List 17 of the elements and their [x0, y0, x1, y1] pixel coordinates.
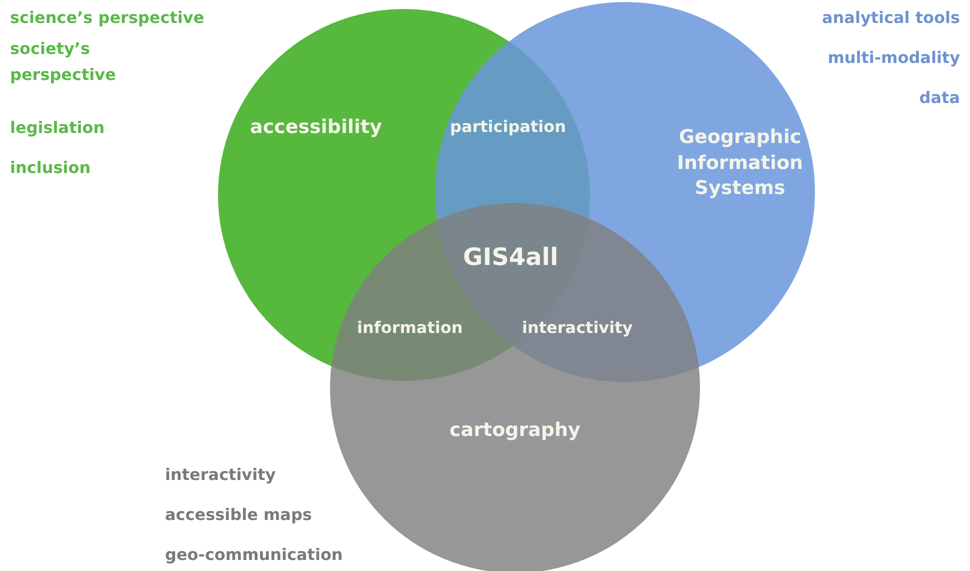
center-label: GIS4all — [463, 243, 558, 271]
circle-label: accessibility — [250, 115, 380, 140]
list-item: legislation — [10, 118, 105, 137]
list-item: science’s perspective — [10, 8, 204, 27]
list-item: interactivity — [165, 465, 276, 484]
list-item: society’s perspective — [10, 38, 117, 86]
circle-label: cartography — [448, 418, 582, 443]
overlap-label: information — [357, 318, 463, 337]
list-item: multi-modality — [828, 48, 960, 67]
circle-label: Geographic Information Systems — [676, 125, 804, 202]
list-item: analytical tools — [822, 8, 960, 27]
list-item: accessible maps — [165, 505, 312, 524]
overlap-label: participation — [450, 117, 566, 136]
list-item: data — [919, 88, 960, 107]
overlap-label: interactivity — [522, 318, 633, 337]
list-item: geo-communication — [165, 545, 343, 564]
list-item: inclusion — [10, 158, 91, 177]
